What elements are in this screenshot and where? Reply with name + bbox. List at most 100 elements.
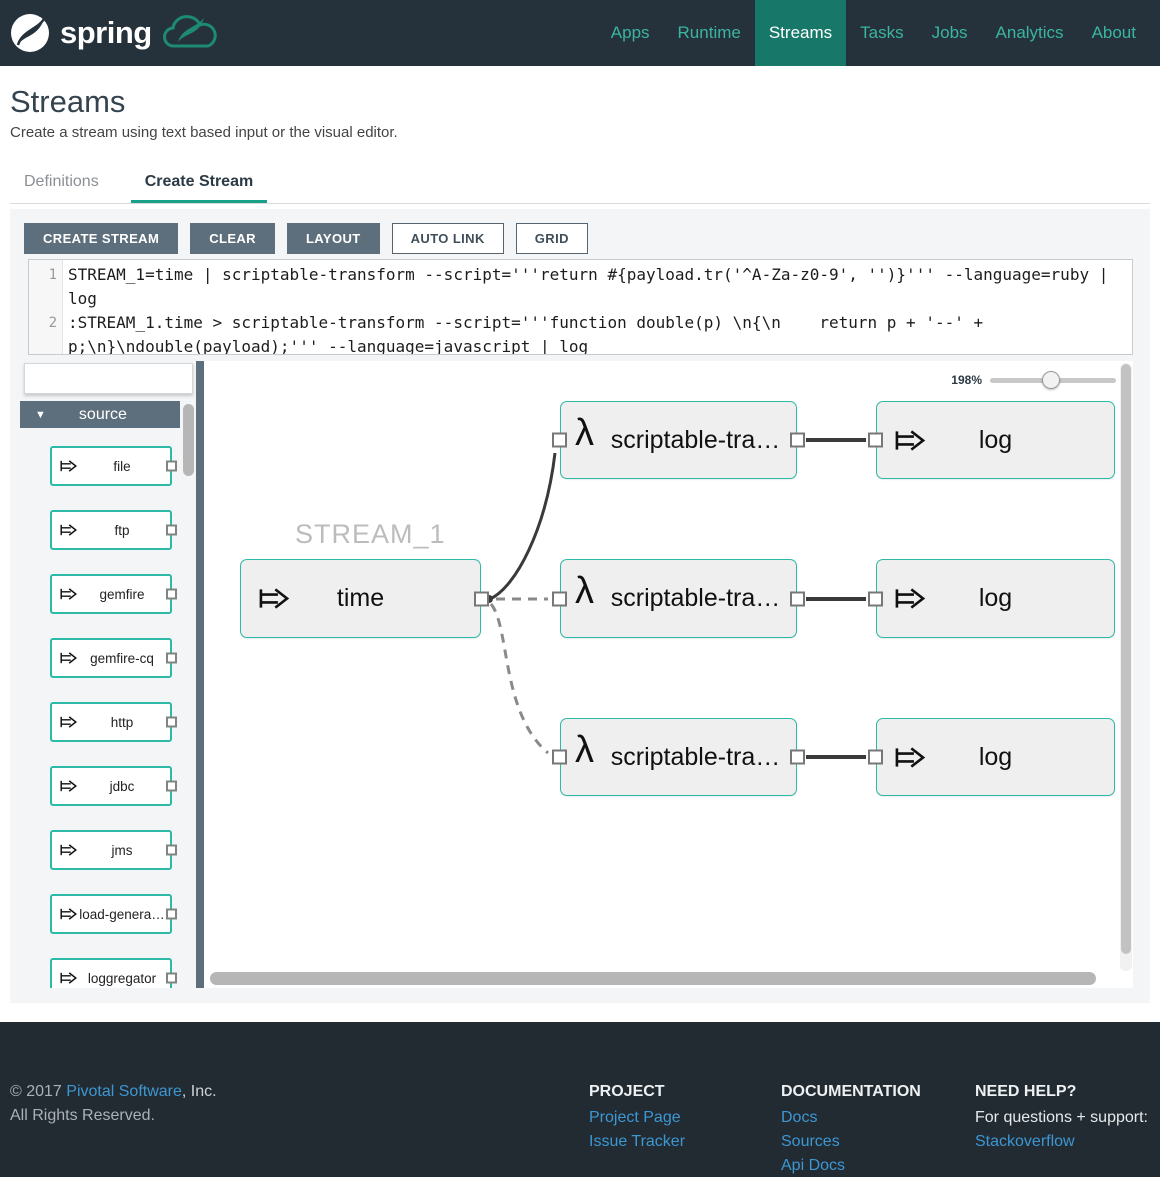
palette-item-gemfire-cq[interactable]: gemfire-cq [50,638,177,678]
pivotal-software-link[interactable]: Pivotal Software [66,1083,182,1100]
collapse-triangle-icon: ▼ [35,408,46,421]
zoom-slider-thumb[interactable] [1042,370,1060,389]
sources-link[interactable]: Sources [781,1133,840,1150]
palette-item-label: jms [111,842,133,858]
dsl-line-2: :STREAM_1.time > scriptable-transform --… [68,313,993,355]
footer-heading: DOCUMENTATION [781,1083,921,1100]
output-port[interactable] [166,652,177,664]
input-port[interactable] [552,432,567,448]
palette-item-label: ftp [114,522,130,538]
palette-item-file[interactable]: file [50,446,177,486]
canvas-node-log-2[interactable]: log [868,559,1115,638]
node-label: scriptable-tra… [610,425,781,454]
tab-definitions[interactable]: Definitions [24,173,99,190]
nav-item-runtime[interactable]: Runtime [677,23,741,42]
output-port[interactable] [166,524,177,536]
canvas-vertical-scrollbar-thumb[interactable] [1121,364,1131,954]
node-label: scriptable-tra… [610,584,781,612]
palette-item-label: load-genera… [79,906,165,922]
node-label: log [978,584,1013,612]
output-port[interactable] [166,844,177,856]
create-stream-button[interactable]: CREATE STREAM [24,223,179,254]
palette-item-ftp[interactable]: ftp [50,510,177,550]
palette-item-load-generator[interactable]: load-genera… [50,894,177,934]
output-port[interactable] [790,591,805,606]
docs-link[interactable]: Docs [781,1109,818,1126]
source-arrow-icon [893,428,927,453]
project-page-link[interactable]: Project Page [589,1109,681,1126]
zoom-slider[interactable] [990,370,1116,389]
canvas-node-scriptable-transform-1[interactable]: λ scriptable-tra… [552,401,805,479]
flow-editor: ▼ source file ftp gemfire gemfire-cq [10,361,1150,988]
lambda-icon: λ [575,570,594,612]
input-port[interactable] [868,749,883,765]
toolbar: CREATE STREAM CLEAR LAYOUT AUTO LINK GRI… [10,223,1150,254]
canvas-node-scriptable-transform-3[interactable]: λ scriptable-tra… [552,718,805,796]
nav-item-apps[interactable]: Apps [610,23,650,42]
page-title: Streams [10,84,126,119]
source-arrow-icon [59,459,78,473]
tab-create-stream[interactable]: Create Stream [130,165,268,203]
app-palette: ▼ source file ftp gemfire gemfire-cq [20,361,196,988]
canvas-node-time[interactable]: time [240,559,489,638]
api-docs-link[interactable]: Api Docs [781,1157,846,1174]
nav-item-jobs[interactable]: Jobs [931,23,968,42]
auto-link-button[interactable]: AUTO LINK [391,223,504,254]
canvas-horizontal-scrollbar[interactable] [210,972,1115,985]
palette-item-jdbc[interactable]: jdbc [50,766,177,806]
palette-group-source[interactable]: ▼ source [20,401,180,428]
page-subtitle: Create a stream using text based input o… [10,124,398,141]
palette-item-jms[interactable]: jms [50,830,177,870]
palette-item-http[interactable]: http [50,702,177,742]
output-port[interactable] [790,749,805,765]
nav-item-analytics[interactable]: Analytics [995,23,1064,42]
issue-tracker-link[interactable]: Issue Tracker [589,1133,686,1150]
source-arrow-icon [893,745,927,770]
output-port[interactable] [166,780,177,792]
nav-item-tasks[interactable]: Tasks [860,23,904,42]
palette-canvas-divider[interactable] [196,361,204,988]
output-port[interactable] [474,591,489,606]
line-number: 2 [48,315,57,331]
source-arrow-icon [59,907,78,921]
flow-canvas[interactable]: 198% STREAM_1 time λ scriptable-tra… [204,361,1133,988]
brand[interactable]: spring [0,11,222,55]
dataflow-cloud-icon [162,15,217,48]
edges-layer [485,438,866,759]
output-port[interactable] [166,908,177,920]
output-port[interactable] [166,460,177,472]
nav-item-streams[interactable]: Streams [754,0,847,66]
node-label: log [978,742,1013,771]
zoom-control: 198% [951,370,1116,389]
palette-scrollbar-thumb[interactable] [183,404,194,476]
stackoverflow-link[interactable]: Stackoverflow [975,1133,1075,1150]
canvas-vertical-scrollbar[interactable] [1120,363,1132,971]
grid-button[interactable]: GRID [515,223,588,254]
output-port[interactable] [166,588,177,600]
edge-dashed-bottom[interactable] [489,603,549,755]
input-port[interactable] [868,432,883,448]
canvas-node-scriptable-transform-2[interactable]: λ scriptable-tra… [552,559,805,638]
output-port[interactable] [790,432,805,448]
edge-solid-top[interactable] [489,452,557,601]
palette-item-loggregator[interactable]: loggregator [50,958,177,988]
palette-item-label: gemfire [99,586,145,602]
copyright-prefix: © 2017 [10,1083,67,1100]
source-arrow-icon [59,779,78,793]
canvas-node-log-1[interactable]: log [868,401,1115,479]
input-port[interactable] [552,591,567,606]
palette-item-gemfire[interactable]: gemfire [50,574,177,614]
nav-item-about[interactable]: About [1091,23,1136,42]
canvas-node-log-3[interactable]: log [868,718,1115,796]
input-port[interactable] [868,591,883,606]
output-port[interactable] [166,972,177,984]
layout-button[interactable]: LAYOUT [286,223,380,254]
palette-search-input[interactable] [24,363,193,394]
editor-code[interactable]: STREAM_1=time | scriptable-transform --s… [63,260,1132,354]
stream-dsl-editor[interactable]: 1 2 STREAM_1=time | scriptable-transform… [28,259,1133,355]
canvas-horizontal-scrollbar-thumb[interactable] [210,972,1096,985]
spring-leaf-icon [11,14,49,52]
clear-button[interactable]: CLEAR [190,223,275,254]
output-port[interactable] [166,716,177,728]
input-port[interactable] [552,749,567,765]
